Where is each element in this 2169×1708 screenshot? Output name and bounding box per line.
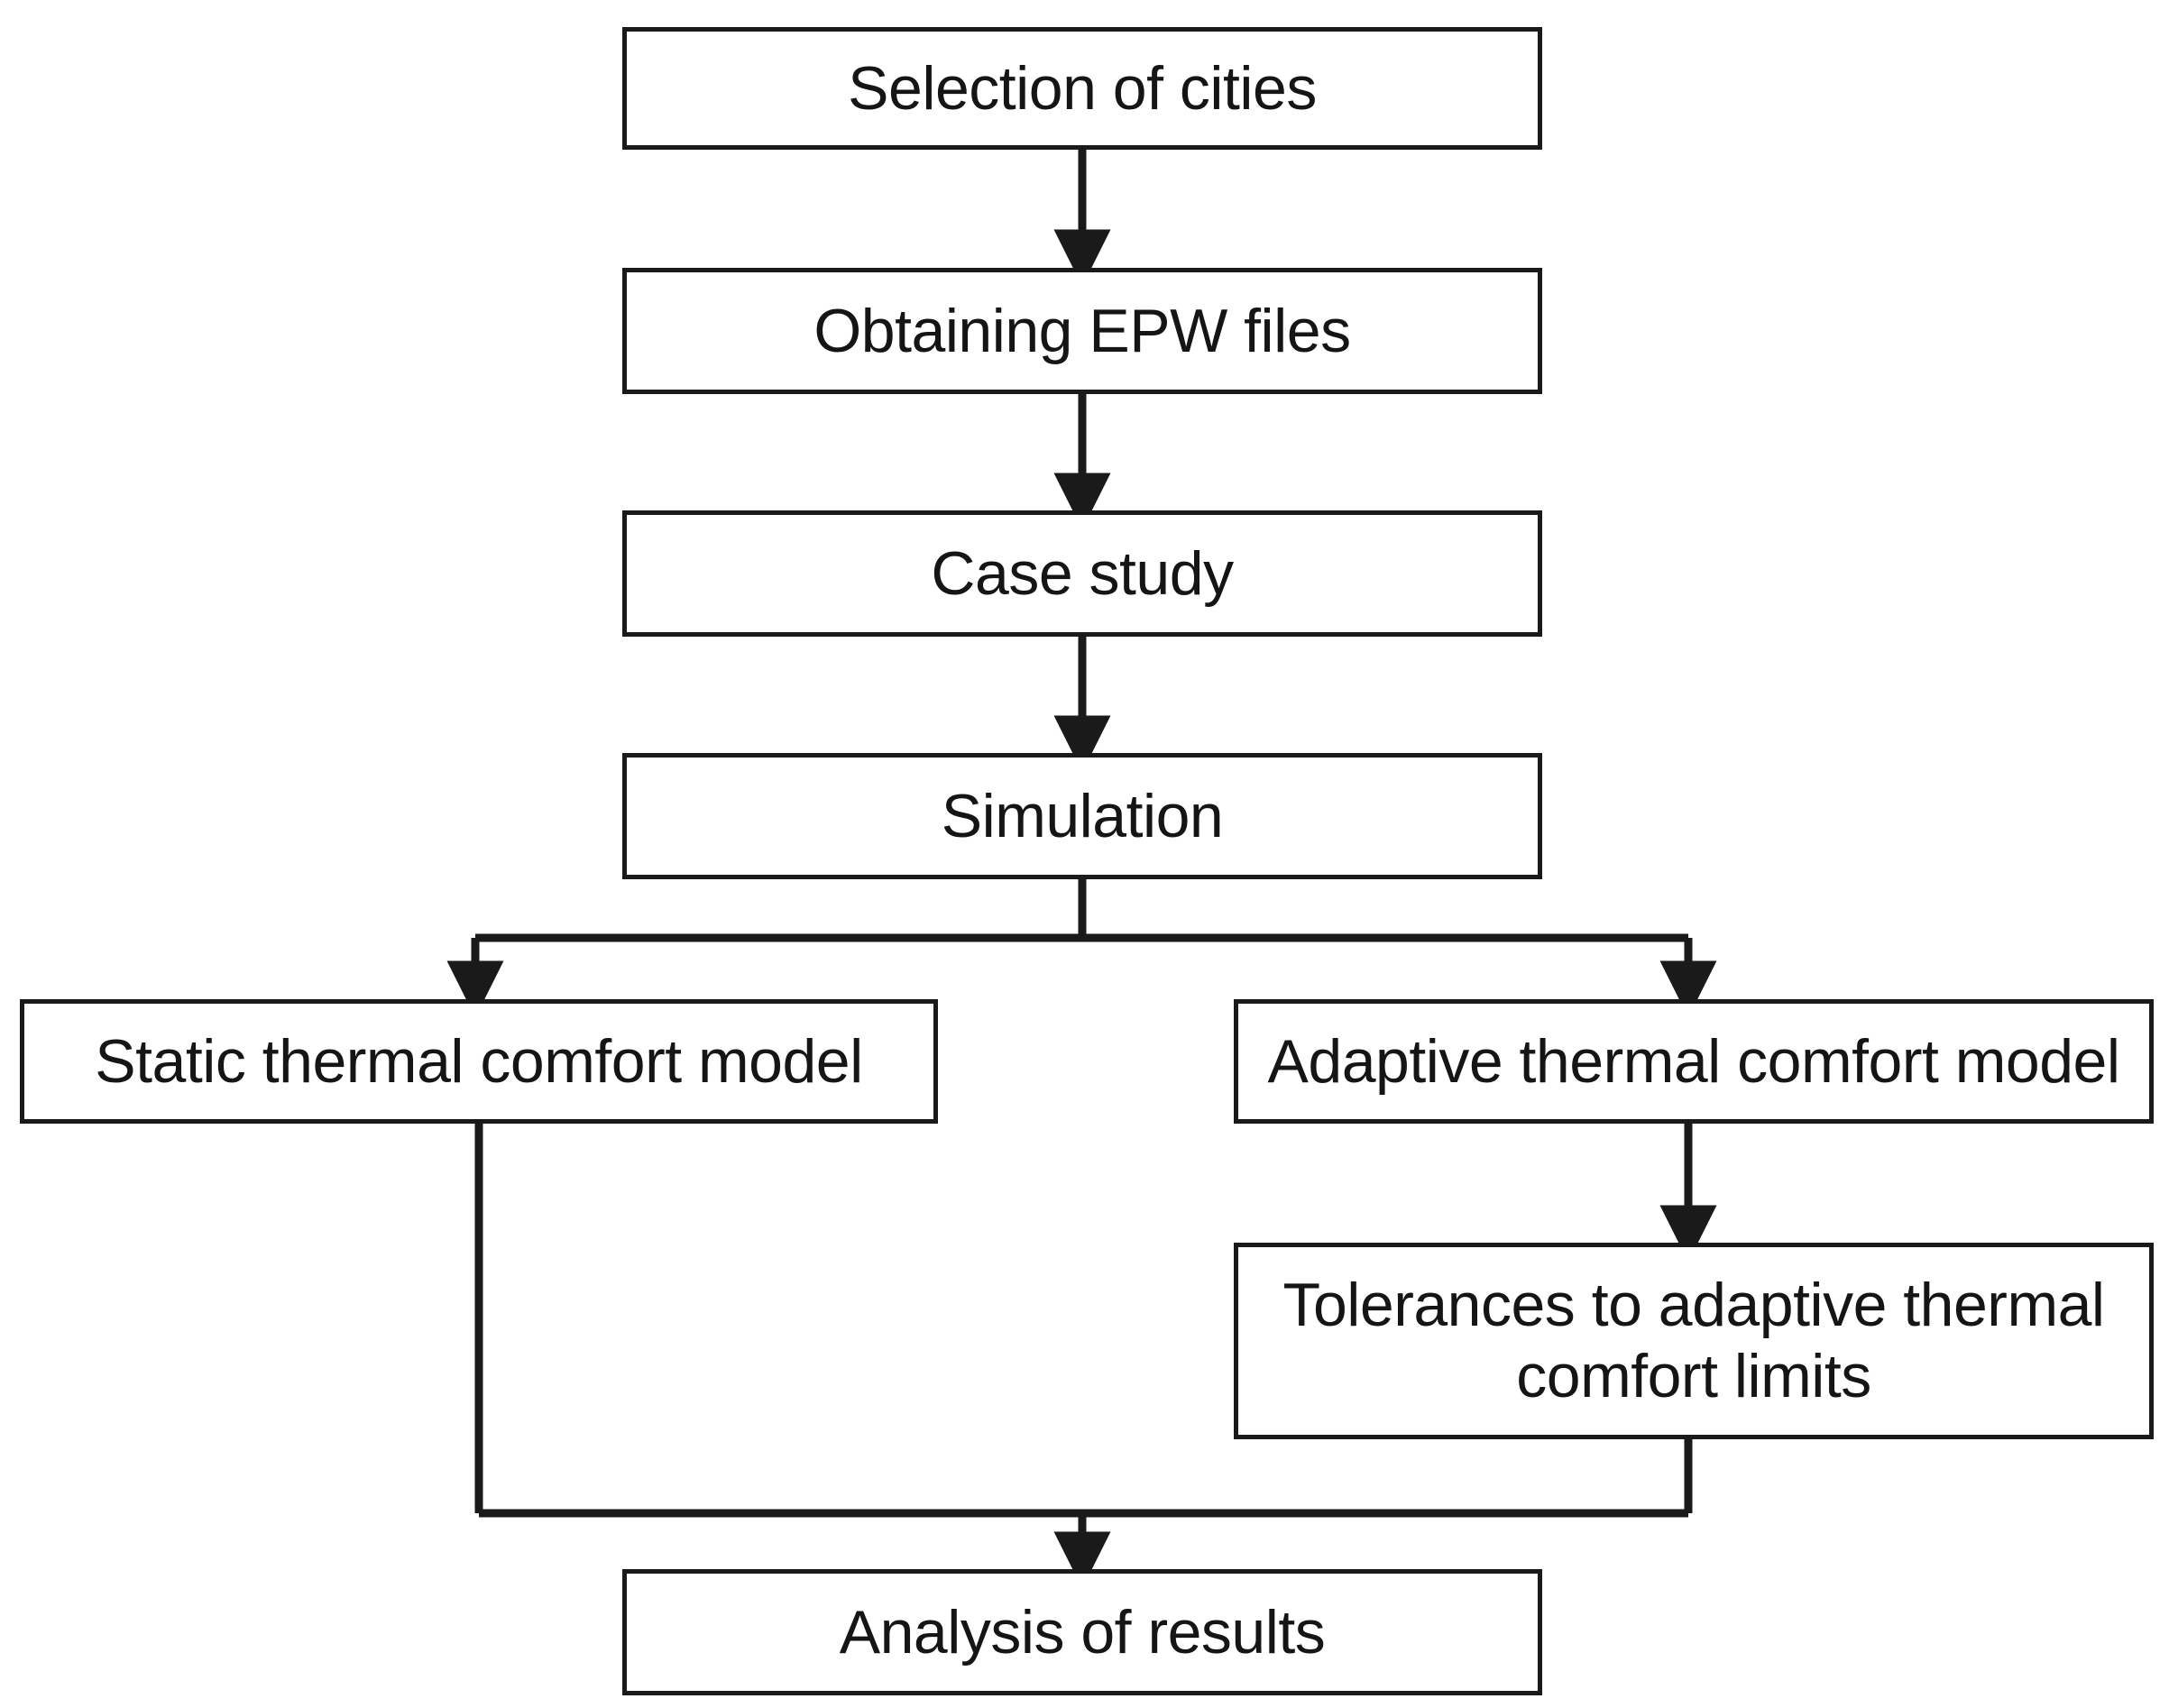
node-label-static-thermal-comfort-model: Static thermal comfort model xyxy=(95,1026,863,1096)
node-label-analysis-of-results: Analysis of results xyxy=(839,1597,1326,1667)
node-label-case-study: Case study xyxy=(931,538,1234,608)
node-simulation[interactable]: Simulation xyxy=(622,753,1542,879)
node-tolerances-to-adaptive-thermal-comfort-limits[interactable]: Tolerances to adaptive thermal comfort l… xyxy=(1234,1243,2154,1439)
node-selection-of-cities[interactable]: Selection of cities xyxy=(622,27,1542,150)
node-static-thermal-comfort-model[interactable]: Static thermal comfort model xyxy=(20,999,938,1124)
node-label-obtaining-epw-files: Obtaining EPW files xyxy=(813,296,1351,365)
node-label-selection-of-cities: Selection of cities xyxy=(848,53,1317,123)
node-label-tolerances-to-adaptive-thermal-comfort-limits: Tolerances to adaptive thermal comfort l… xyxy=(1282,1271,2105,1410)
node-label-adaptive-thermal-comfort-model: Adaptive thermal comfort model xyxy=(1267,1026,2120,1096)
node-case-study[interactable]: Case study xyxy=(622,510,1542,637)
node-adaptive-thermal-comfort-model[interactable]: Adaptive thermal comfort model xyxy=(1234,999,2154,1124)
node-analysis-of-results[interactable]: Analysis of results xyxy=(622,1569,1542,1695)
node-obtaining-epw-files[interactable]: Obtaining EPW files xyxy=(622,268,1542,394)
node-label-simulation: Simulation xyxy=(941,781,1224,850)
